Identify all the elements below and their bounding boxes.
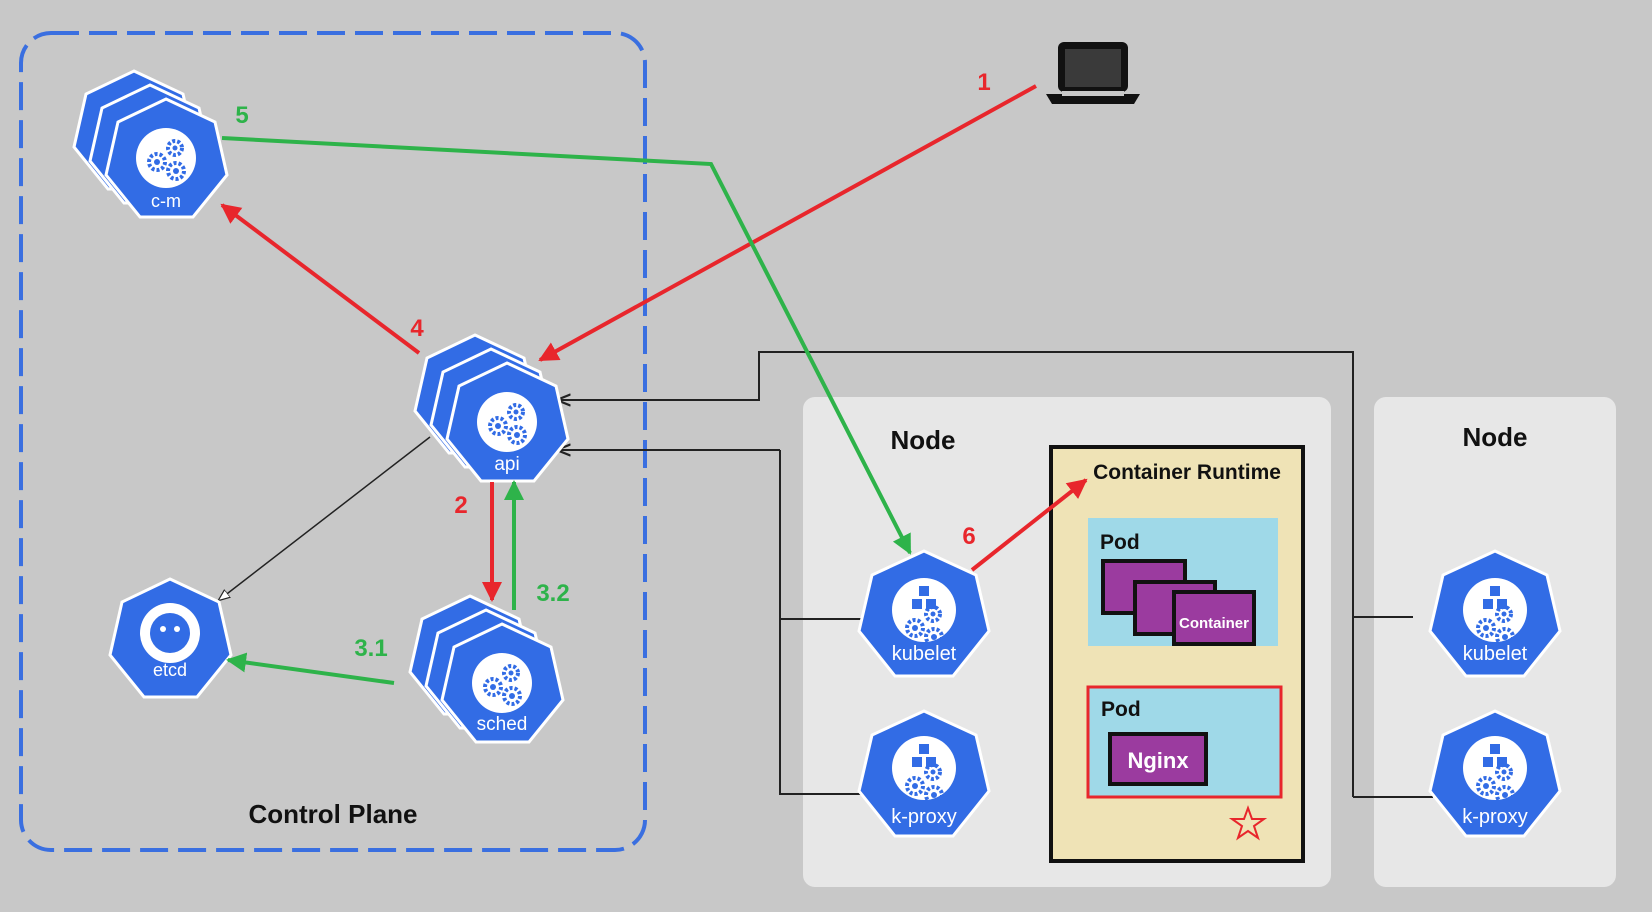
api-to-etcd-line (219, 436, 431, 600)
step1-arrow (538, 84, 1037, 362)
step3-1-arrow (226, 652, 395, 685)
step2-label: 2 (454, 492, 467, 519)
laptop-icon (1046, 42, 1140, 104)
step6-label: 6 (962, 523, 975, 550)
node1-title: Node (891, 425, 956, 455)
pod2-label: Pod (1101, 698, 1141, 721)
sched-label: sched (477, 714, 528, 735)
step4-label: 4 (410, 315, 424, 342)
api-component: api (413, 333, 570, 483)
step3-1-label: 3.1 (354, 635, 387, 662)
step3-2-label: 3.2 (536, 580, 569, 607)
node1-kubelet: kubelet (857, 549, 991, 678)
control-plane-boundary (19, 31, 647, 852)
node1-kubelet-label: kubelet (892, 643, 957, 665)
node2-kubelet: kubelet (1428, 549, 1562, 678)
node2-to-api-line (558, 351, 1413, 618)
nginx-container (1108, 732, 1208, 786)
node2-title: Node (1463, 422, 1528, 452)
container-label: Container (1179, 615, 1249, 632)
step1-label: 1 (977, 69, 990, 96)
nginx-label: Nginx (1127, 748, 1189, 773)
container-shape (1172, 590, 1256, 646)
etcd-icon (150, 613, 190, 653)
node1-kproxy-label: k-proxy (891, 806, 957, 828)
container-runtime-title: Container Runtime (1093, 461, 1281, 484)
node2-kubelet-label: kubelet (1463, 643, 1528, 665)
etcd-component: etcd (108, 577, 233, 699)
star-icon (1228, 805, 1268, 841)
step5-label: 5 (235, 102, 248, 129)
sched-component: sched (408, 594, 565, 744)
step6-arrow (970, 478, 1088, 572)
node1-kproxy: k-proxy (857, 709, 991, 838)
node2-kproxy-label: k-proxy (1462, 806, 1528, 828)
cm-label: c-m (151, 191, 181, 211)
node2-kproxy: k-proxy (1428, 709, 1562, 838)
node1-bus-line (779, 450, 865, 795)
cm-component: c-m (72, 69, 229, 219)
api-label: api (494, 454, 519, 475)
etcd-label: etcd (153, 660, 187, 680)
pod1-label: Pod (1100, 531, 1140, 554)
container-runtime-box (1049, 445, 1305, 863)
step4-arrow (220, 203, 421, 355)
step5-arrow (221, 136, 912, 555)
control-plane-label: Control Plane (248, 799, 417, 829)
